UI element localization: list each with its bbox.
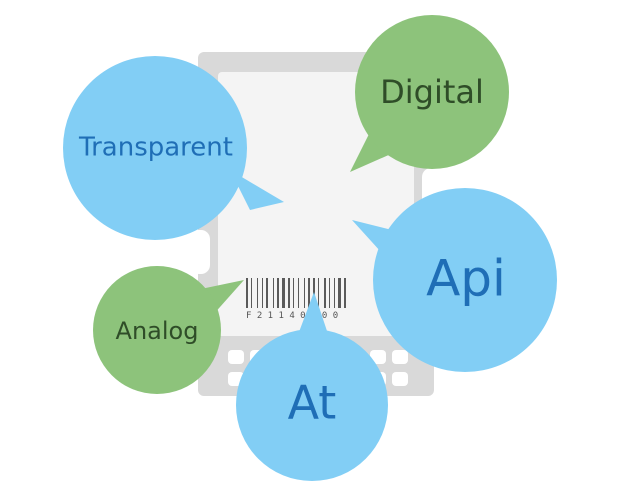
bubble-at-shape xyxy=(236,329,388,481)
barcode-bar xyxy=(246,278,248,308)
bubble-api-label: Api xyxy=(426,250,506,308)
module-shield xyxy=(218,72,414,336)
barcode-bar xyxy=(334,278,335,308)
barcode-bar xyxy=(273,278,274,308)
bubble-api-shape xyxy=(373,188,557,372)
bubble-at-tail xyxy=(296,292,330,340)
bubble-transparent-label: Transparent xyxy=(78,133,233,163)
barcode-text: F 2 1 1 4 0 5 0 0 xyxy=(246,311,338,321)
bubble-digital-shape xyxy=(355,15,509,169)
bubble-transparent-tail xyxy=(230,170,284,210)
bubble-analog-label: Analog xyxy=(116,317,199,345)
bubble-digital: Digital xyxy=(350,15,509,172)
barcode-bar xyxy=(262,278,263,308)
bubble-at: At xyxy=(236,292,388,481)
barcode-bar xyxy=(282,278,285,308)
barcode-bar xyxy=(257,278,258,308)
barcode-bar xyxy=(288,278,290,308)
bubble-api: Api xyxy=(352,188,557,372)
barcode-bar xyxy=(298,278,299,308)
barcode-bar xyxy=(293,278,294,308)
barcode-bar xyxy=(304,278,305,308)
barcode-bar xyxy=(251,278,252,308)
bubble-digital-tail xyxy=(350,128,400,172)
barcode-bar xyxy=(324,278,326,308)
barcode-bar xyxy=(308,278,310,308)
bubble-analog: Analog xyxy=(93,266,244,394)
barcode-bar xyxy=(266,278,268,308)
bubble-digital-label: Digital xyxy=(380,73,484,111)
bubble-analog-shape xyxy=(93,266,221,394)
bubble-at-label: At xyxy=(288,376,337,430)
barcode-bar xyxy=(329,278,330,308)
barcode-bar xyxy=(277,278,279,308)
barcode-bar xyxy=(338,278,341,308)
barcode-bar xyxy=(318,278,319,308)
bubble-transparent-shape xyxy=(63,56,247,240)
barcode-bar xyxy=(344,278,346,308)
bubble-transparent: Transparent xyxy=(63,56,284,240)
